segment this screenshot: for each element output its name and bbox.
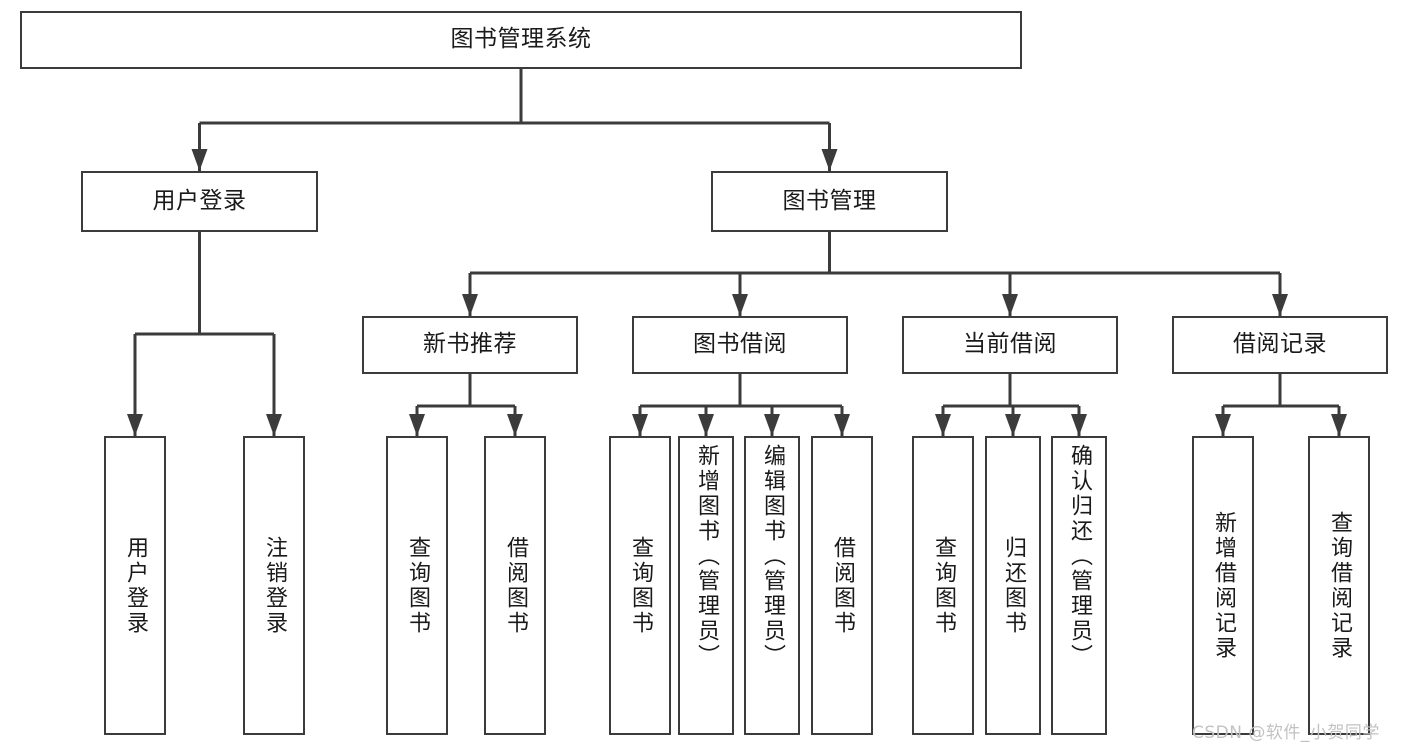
arrow-head <box>462 294 478 316</box>
arrow-head <box>1272 294 1288 316</box>
node-leaf-8: 借阅图书 <box>811 436 873 735</box>
arrow-head <box>1005 414 1021 436</box>
node-label: 新增借阅记录 <box>1211 510 1236 661</box>
node-label: 查询借阅记录 <box>1327 510 1352 661</box>
node-label: 图书借阅 <box>693 331 787 358</box>
node-leaf-7: 编辑图书（管理员） <box>744 436 800 735</box>
node-label: 借阅图书 <box>830 535 855 636</box>
node-leaf-1: 用户登录 <box>104 436 166 735</box>
node-leaf-2: 注销登录 <box>243 436 305 735</box>
node-leaf-12: 新增借阅记录 <box>1192 436 1254 735</box>
node-label: 图书管理 <box>782 187 877 214</box>
node-label: 新增图书（管理员） <box>694 444 719 669</box>
node-label: 借阅记录 <box>1233 331 1327 358</box>
arrow-head <box>632 414 648 436</box>
arrow-head <box>1002 294 1018 316</box>
node-new-book: 新书推荐 <box>362 316 578 374</box>
node-leaf-10: 归还图书 <box>985 436 1041 735</box>
node-borrow-log: 借阅记录 <box>1172 316 1388 374</box>
arrow-head <box>191 149 208 171</box>
node-label: 当前借阅 <box>963 331 1057 358</box>
node-label: 查询图书 <box>628 535 653 636</box>
node-book-borrow: 图书借阅 <box>632 316 848 374</box>
node-label: 查询图书 <box>931 535 956 636</box>
arrow-head <box>698 414 714 436</box>
node-label: 编辑图书（管理员） <box>760 444 785 669</box>
arrow-head <box>1331 414 1347 436</box>
node-label: 用户登录 <box>152 187 247 214</box>
node-label: 用户登录 <box>123 535 148 636</box>
node-label: 借阅图书 <box>503 535 528 636</box>
node-book-mgmt: 图书管理 <box>711 171 948 232</box>
arrow-head <box>935 414 951 436</box>
node-label: 注销登录 <box>262 535 287 636</box>
node-label: 图书管理系统 <box>450 26 592 53</box>
arrow-head <box>821 149 838 171</box>
node-leaf-4: 借阅图书 <box>484 436 546 735</box>
node-leaf-11: 确认归还（管理员） <box>1051 436 1107 735</box>
node-user-login: 用户登录 <box>81 171 318 232</box>
arrow-head <box>732 294 748 316</box>
arrow-head <box>1215 414 1231 436</box>
arrow-head <box>764 414 780 436</box>
arrow-head <box>266 414 282 436</box>
node-leaf-6: 新增图书（管理员） <box>678 436 734 735</box>
arrow-head <box>1071 414 1087 436</box>
node-label: 归还图书 <box>1001 535 1026 636</box>
node-leaf-5: 查询图书 <box>609 436 671 735</box>
node-leaf-9: 查询图书 <box>912 436 974 735</box>
node-label: 确认归还（管理员） <box>1067 444 1092 669</box>
node-leaf-3: 查询图书 <box>386 436 448 735</box>
node-label: 查询图书 <box>405 535 430 636</box>
node-root: 图书管理系统 <box>20 11 1022 69</box>
arrow-head <box>409 414 425 436</box>
node-cur-borrow: 当前借阅 <box>902 316 1118 374</box>
arrow-head <box>834 414 850 436</box>
node-leaf-13: 查询借阅记录 <box>1308 436 1370 735</box>
node-label: 新书推荐 <box>423 331 517 358</box>
arrow-head <box>127 414 143 436</box>
arrow-head <box>507 414 523 436</box>
